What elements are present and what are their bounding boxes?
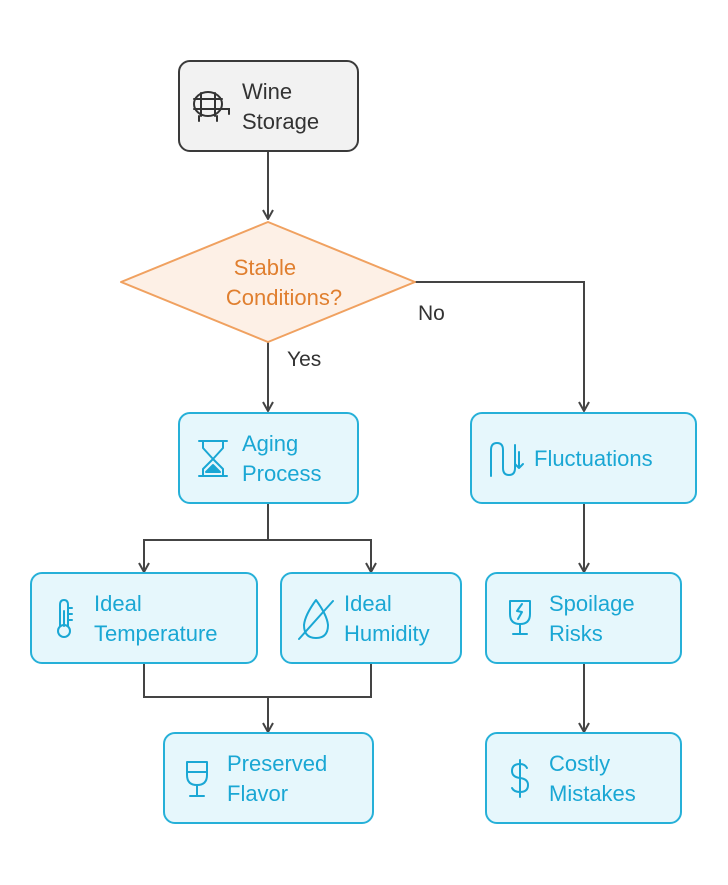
node-wine-storage-label: Wine Storage bbox=[242, 79, 319, 134]
edge-label-no: No bbox=[418, 302, 445, 325]
wave-arrow-icon bbox=[490, 442, 524, 477]
thermometer-icon bbox=[57, 598, 73, 638]
node-stable-conditions-label: Stable Conditions? bbox=[226, 255, 342, 310]
droplet-slash-icon bbox=[298, 599, 334, 640]
wine-glass-icon bbox=[186, 761, 208, 797]
node-ideal-humidity[interactable]: Ideal Humidity bbox=[280, 572, 462, 664]
edge-temperature-to-flavor bbox=[143, 663, 274, 733]
node-fluctuations-label: Fluctuations bbox=[534, 446, 653, 471]
edge-humidity-to-flavor bbox=[268, 663, 372, 698]
node-preserved-flavor-label: Preserved Flavor bbox=[227, 751, 333, 806]
node-stable-conditions-decision[interactable]: Stable Conditions? bbox=[120, 221, 416, 343]
node-ideal-humidity-label: Ideal Humidity bbox=[344, 591, 430, 646]
edge-aging-to-humidity bbox=[268, 539, 377, 573]
node-ideal-temperature-label: Ideal Temperature bbox=[94, 591, 218, 646]
edge-aging-to-temperature bbox=[138, 503, 269, 573]
node-preserved-flavor[interactable]: Preserved Flavor bbox=[163, 732, 374, 824]
node-spoilage-risks-label: Spoilage Risks bbox=[549, 591, 641, 646]
node-spoilage-risks[interactable]: Spoilage Risks bbox=[485, 572, 682, 664]
broken-glass-icon bbox=[509, 600, 531, 635]
hourglass-icon bbox=[198, 440, 228, 477]
node-costly-mistakes[interactable]: Costly Mistakes bbox=[485, 732, 682, 824]
node-wine-storage[interactable]: Wine Storage bbox=[178, 60, 359, 152]
dollar-icon bbox=[511, 759, 529, 798]
node-fluctuations[interactable]: Fluctuations bbox=[470, 412, 697, 504]
edge-label-yes: Yes bbox=[287, 348, 321, 371]
node-costly-mistakes-label: Costly Mistakes bbox=[549, 751, 636, 806]
node-ideal-temperature[interactable]: Ideal Temperature bbox=[30, 572, 258, 664]
wine-barrel-icon bbox=[193, 91, 230, 122]
node-aging-process[interactable]: Aging Process bbox=[178, 412, 359, 504]
edge-decision-no-to-fluctuations bbox=[415, 281, 590, 412]
node-aging-process-label: Aging Process bbox=[242, 431, 321, 486]
